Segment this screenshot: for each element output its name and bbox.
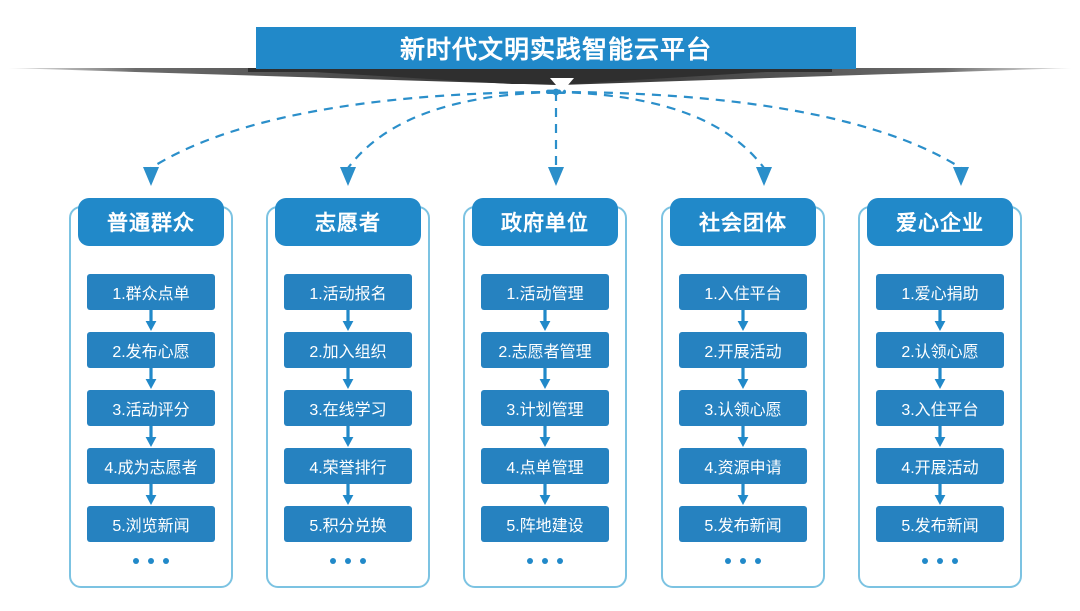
flow-step[interactable]: 4.成为志愿者 [87, 448, 215, 484]
flow-step[interactable]: 5.发布新闻 [876, 506, 1004, 542]
dot [360, 558, 366, 564]
down-arrow-icon [342, 426, 354, 447]
flow-step[interactable]: 1.入住平台 [679, 274, 807, 310]
dot [952, 558, 958, 564]
flow-step[interactable]: 5.阵地建设 [481, 506, 609, 542]
flow-step[interactable]: 4.资源申请 [679, 448, 807, 484]
dot [527, 558, 533, 564]
flow-step[interactable]: 5.发布新闻 [679, 506, 807, 542]
flow-step[interactable]: 5.浏览新闻 [87, 506, 215, 542]
down-arrow-icon [934, 310, 946, 331]
down-arrow-icon [145, 310, 157, 331]
dot [755, 558, 761, 564]
flow-step[interactable]: 2.发布心愿 [87, 332, 215, 368]
down-arrow-icon [539, 484, 551, 505]
flow-step[interactable]: 2.开展活动 [679, 332, 807, 368]
dot [148, 558, 154, 564]
column-header-ordinary-public[interactable]: 普通群众 [78, 198, 224, 246]
dot [740, 558, 746, 564]
banner-shadow-caret-icon [8, 68, 1072, 92]
dot [133, 558, 139, 564]
column-body-government-unit: 1.活动管理 2.志愿者管理 3.计划管理 4.点单管理 5.阵地建设 [465, 274, 625, 564]
flow-step[interactable]: 4.荣誉排行 [284, 448, 412, 484]
ellipsis-dots-icon [725, 558, 761, 564]
column-header-caring-enterprise[interactable]: 爱心企业 [867, 198, 1013, 246]
ellipsis-dots-icon [922, 558, 958, 564]
down-arrow-icon [342, 368, 354, 389]
dot [163, 558, 169, 564]
dot [922, 558, 928, 564]
down-arrow-icon [737, 426, 749, 447]
column-body-social-group: 1.入住平台 2.开展活动 3.认领心愿 4.资源申请 5.发布新闻 [663, 274, 823, 564]
column-body-caring-enterprise: 1.爱心捐助 2.认领心愿 3.入住平台 4.开展活动 5.发布新闻 [860, 274, 1020, 564]
down-arrow-icon [145, 426, 157, 447]
flow-step[interactable]: 3.计划管理 [481, 390, 609, 426]
flow-step[interactable]: 2.加入组织 [284, 332, 412, 368]
down-arrow-icon [145, 368, 157, 389]
down-arrow-icon [737, 310, 749, 331]
down-arrow-icon [737, 368, 749, 389]
down-arrow-icon [539, 426, 551, 447]
ellipsis-dots-icon [133, 558, 169, 564]
flow-step[interactable]: 2.认领心愿 [876, 332, 1004, 368]
flow-step[interactable]: 4.点单管理 [481, 448, 609, 484]
role-column-social-group: 社会团体 1.入住平台 2.开展活动 3.认领心愿 4.资源申请 5.发布新闻 [661, 198, 825, 588]
down-arrow-icon [934, 368, 946, 389]
flow-step[interactable]: 2.志愿者管理 [481, 332, 609, 368]
down-arrow-icon [934, 484, 946, 505]
down-arrow-icon [737, 484, 749, 505]
ellipsis-dots-icon [330, 558, 366, 564]
dot [345, 558, 351, 564]
column-header-government-unit[interactable]: 政府单位 [472, 198, 618, 246]
dot [542, 558, 548, 564]
flow-step[interactable]: 3.认领心愿 [679, 390, 807, 426]
column-header-social-group[interactable]: 社会团体 [670, 198, 816, 246]
dot [330, 558, 336, 564]
flow-step[interactable]: 4.开展活动 [876, 448, 1004, 484]
down-arrow-icon [145, 484, 157, 505]
platform-title-banner: 新时代文明实践智能云平台 [256, 27, 856, 69]
flow-step[interactable]: 5.积分兑换 [284, 506, 412, 542]
flow-step[interactable]: 3.入住平台 [876, 390, 1004, 426]
flow-step[interactable]: 1.活动管理 [481, 274, 609, 310]
down-arrow-icon [934, 426, 946, 447]
down-arrow-icon [342, 484, 354, 505]
role-column-volunteer: 志愿者 1.活动报名 2.加入组织 3.在线学习 4.荣誉排行 5.积分兑换 [266, 198, 430, 588]
flow-step[interactable]: 1.爱心捐助 [876, 274, 1004, 310]
ellipsis-dots-icon [527, 558, 563, 564]
role-column-ordinary-public: 普通群众 1.群众点单 2.发布心愿 3.活动评分 4.成为志愿者 5.浏览新闻 [69, 198, 233, 588]
dot [557, 558, 563, 564]
dot [725, 558, 731, 564]
role-column-caring-enterprise: 爱心企业 1.爱心捐助 2.认领心愿 3.入住平台 4.开展活动 5.发布新闻 [858, 198, 1022, 588]
column-header-volunteer[interactable]: 志愿者 [275, 198, 421, 246]
dot [937, 558, 943, 564]
flow-step[interactable]: 1.群众点单 [87, 274, 215, 310]
down-arrow-icon [539, 310, 551, 331]
column-body-volunteer: 1.活动报名 2.加入组织 3.在线学习 4.荣誉排行 5.积分兑换 [268, 274, 428, 564]
column-body-ordinary-public: 1.群众点单 2.发布心愿 3.活动评分 4.成为志愿者 5.浏览新闻 [71, 274, 231, 564]
flow-step[interactable]: 3.活动评分 [87, 390, 215, 426]
down-arrow-icon [342, 310, 354, 331]
flow-step[interactable]: 3.在线学习 [284, 390, 412, 426]
role-column-government-unit: 政府单位 1.活动管理 2.志愿者管理 3.计划管理 4.点单管理 5.阵地建设 [463, 198, 627, 588]
down-arrow-icon [539, 368, 551, 389]
flow-step[interactable]: 1.活动报名 [284, 274, 412, 310]
